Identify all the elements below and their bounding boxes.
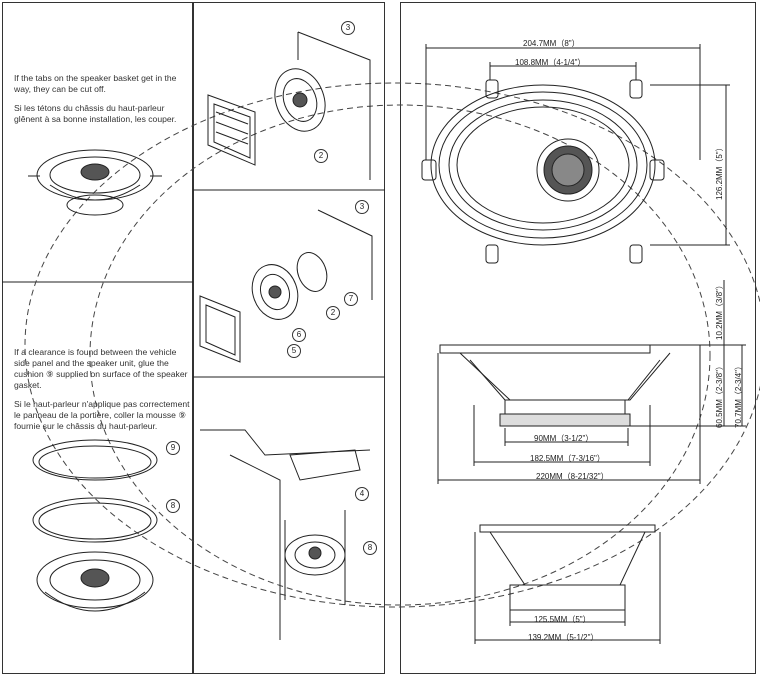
- left-panel: [2, 2, 193, 674]
- callout-6: 6: [292, 328, 306, 342]
- callout-3-mid: 3: [355, 200, 369, 214]
- callout-2-mid: 2: [326, 306, 340, 320]
- dim-hole-width: 108.8MM（4-1/4"）: [515, 58, 586, 67]
- dim-side-inner: 125.5MM（5"）: [534, 615, 591, 624]
- dim-mount-depth: 60.5MM（2-3/8"）: [715, 362, 724, 428]
- dim-frame-short: 182.5MM（7-3/16"）: [530, 454, 605, 463]
- instruction-cushion: If a clearance is found between the vehi…: [14, 347, 190, 440]
- callout-cushion-9: 9: [166, 441, 180, 455]
- dim-top-depth: 10.2MM（3/8"）: [715, 281, 724, 340]
- instruction-tabs: If the tabs on the speaker basket get in…: [14, 73, 190, 133]
- callout-4: 4: [355, 487, 369, 501]
- callout-8-mid: 8: [363, 541, 377, 555]
- right-panel: [400, 2, 756, 674]
- dim-overall-width: 204.7MM（8"）: [523, 39, 580, 48]
- instruction-cushion-fr: Si le haut-parleur n'applique pas correc…: [14, 399, 190, 431]
- dim-overall-height: 126.2MM（5"）: [715, 143, 724, 200]
- callout-gasket-8: 8: [166, 499, 180, 513]
- instruction-tabs-fr: Si les tétons du châssis du haut-parleur…: [14, 103, 177, 124]
- middle-panel: [193, 2, 385, 674]
- dim-frame-long: 220MM（8-21/32"）: [536, 472, 609, 481]
- instruction-cushion-en: If a clearance is found between the vehi…: [14, 347, 188, 390]
- instruction-tabs-en: If the tabs on the speaker basket get in…: [14, 73, 177, 94]
- dim-magnet: 90MM（3-1/2"）: [534, 434, 594, 443]
- dim-side-outer: 139.2MM（5-1/2"）: [528, 633, 599, 642]
- callout-7: 7: [344, 292, 358, 306]
- callout-3-top: 3: [341, 21, 355, 35]
- callout-5: 5: [287, 344, 301, 358]
- callout-2-top: 2: [314, 149, 328, 163]
- dim-total-depth: 70.7MM（2-3/4"）: [734, 362, 743, 428]
